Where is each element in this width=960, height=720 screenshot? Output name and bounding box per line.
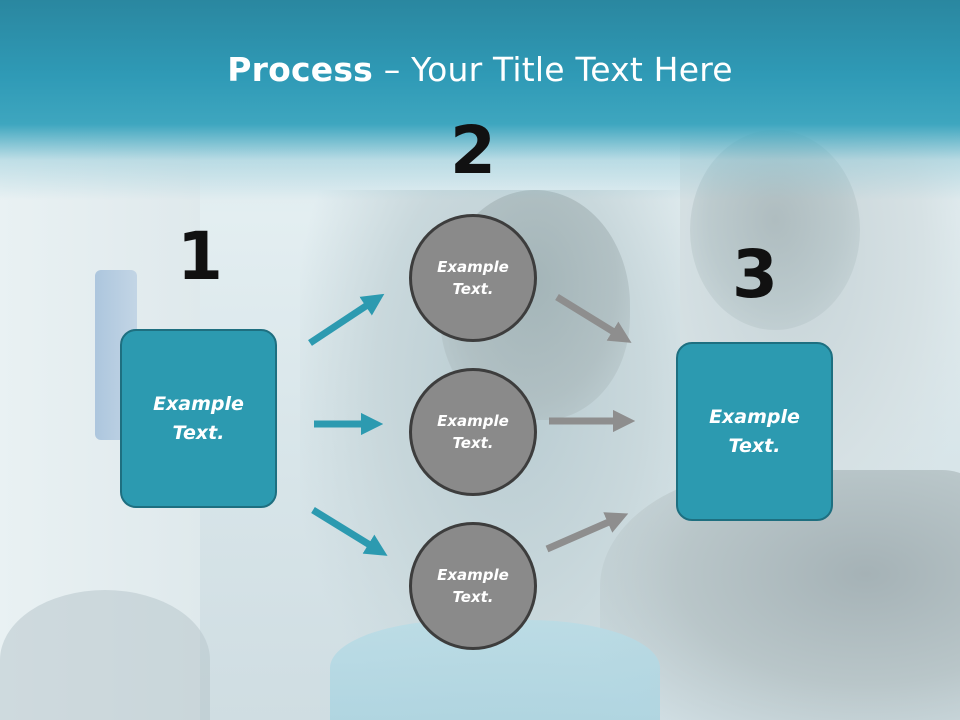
- title-banner: [0, 0, 960, 200]
- slide-title-bold: Process: [227, 50, 374, 89]
- arrow-box1-to-circle3: [311, 507, 388, 556]
- step2-circle-2-text: Example Text.: [437, 411, 509, 453]
- step1-box[interactable]: Example Text.: [120, 329, 277, 508]
- step2-circle-3-text: Example Text.: [437, 565, 509, 607]
- arrow-circle1-to-box3: [555, 294, 632, 343]
- step1-box-text: Example Text.: [153, 393, 244, 444]
- step2-circle-1[interactable]: Example Text.: [409, 214, 537, 342]
- step2-circle-3[interactable]: Example Text.: [409, 522, 537, 650]
- slide-title-rest: – Your Title Text Here: [373, 50, 733, 89]
- slide-title: Process – Your Title Text Here: [0, 50, 960, 89]
- step-number-2: 2: [450, 112, 496, 189]
- arrow-circle3-to-box3: [545, 512, 629, 553]
- step-number-1: 1: [177, 218, 223, 295]
- arrow-box1-to-circle1: [308, 293, 385, 346]
- step-number-3: 3: [732, 236, 778, 313]
- step2-circle-1-text: Example Text.: [437, 257, 509, 299]
- step3-box-text: Example Text.: [709, 406, 800, 457]
- background-photo-chair: [0, 590, 210, 720]
- step3-box[interactable]: Example Text.: [676, 342, 833, 521]
- step2-circle-2[interactable]: Example Text.: [409, 368, 537, 496]
